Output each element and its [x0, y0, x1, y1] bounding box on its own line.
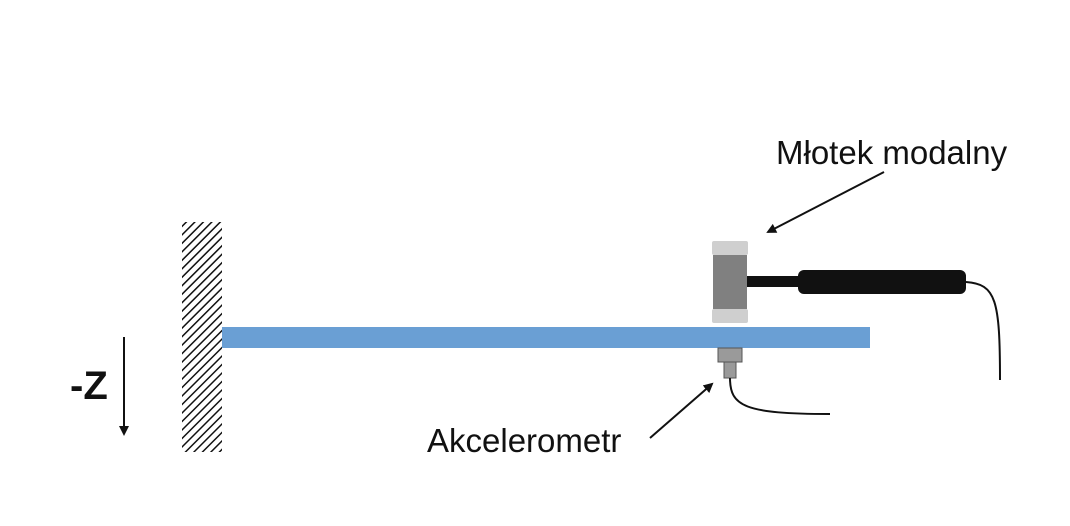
- hammer-head: [713, 255, 747, 309]
- hammer-handle: [798, 270, 966, 294]
- hammer-top-tip: [712, 241, 748, 255]
- hammer-bottom-tip: [712, 309, 748, 323]
- accelerometer-sensor: [717, 347, 831, 415]
- accelerometer-connector: [723, 361, 737, 379]
- accelerometer-label: Akcelerometr: [427, 422, 622, 459]
- axis-direction-label: -Z: [70, 364, 108, 408]
- cantilever-beam: [222, 327, 870, 348]
- accelerometer-body: [717, 347, 743, 363]
- accelerometer-pointer-arrow: [649, 382, 714, 439]
- accelerometer-cable: [729, 377, 831, 415]
- modal-hammer: [712, 241, 1001, 381]
- hammer-pointer-arrow: [766, 171, 885, 233]
- hammer-cable: [965, 281, 1001, 381]
- wall-support: [182, 222, 222, 452]
- hammer-neck: [747, 276, 801, 287]
- hammer-label: Młotek modalny: [776, 134, 1008, 171]
